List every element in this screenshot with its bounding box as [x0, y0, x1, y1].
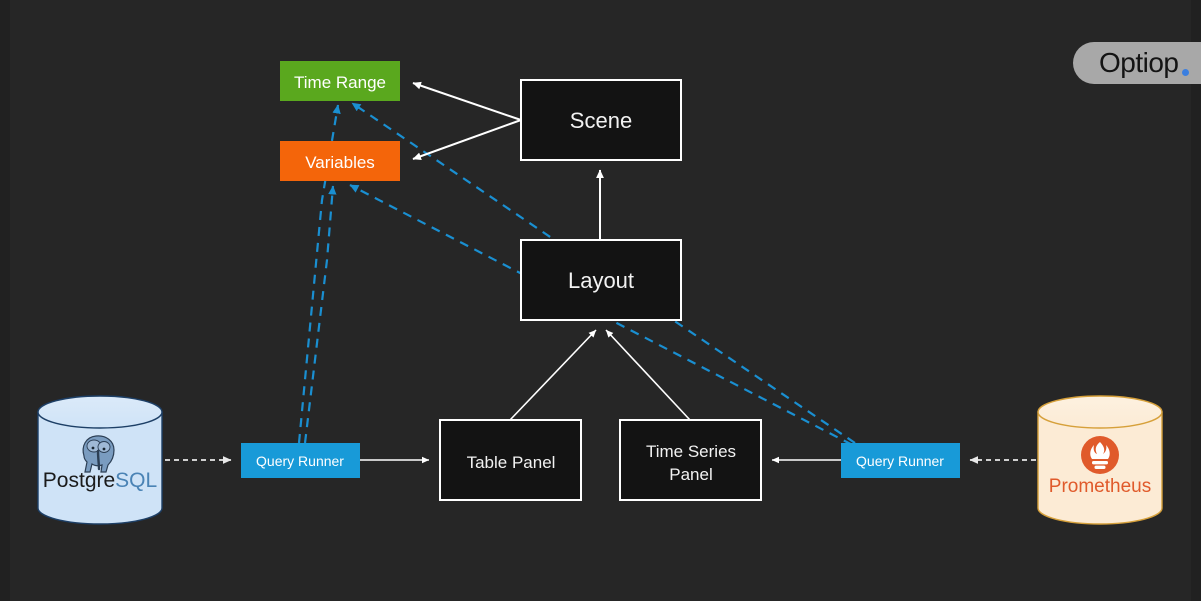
solid-edge-group — [360, 81, 841, 464]
node-prometheus[interactable]: Prometheus — [1037, 395, 1163, 525]
node-time-series-panel[interactable]: Time Series Panel — [619, 419, 762, 501]
brand-logo[interactable]: Optiop — [1073, 42, 1201, 84]
variables-box[interactable] — [280, 141, 400, 181]
node-variables[interactable]: Variables — [280, 141, 400, 181]
table-panel-box[interactable] — [439, 419, 582, 501]
edge-scene-to-variables — [412, 119, 522, 160]
left-edge-band — [0, 0, 10, 601]
edge-query-runner-left-to-variables — [303, 185, 337, 444]
prometheus-flame-icon — [1081, 436, 1119, 474]
edge-table-panel-to-layout — [509, 329, 597, 421]
postgresql-elephant-icon — [82, 435, 115, 473]
time-range-box[interactable] — [280, 61, 400, 101]
node-query-runner-right[interactable]: Query Runner — [841, 443, 960, 478]
brand-name: Optiop — [1099, 47, 1179, 78]
edge-query-runner-right-to-time-range — [351, 102, 856, 444]
node-layout[interactable]: Layout — [520, 239, 682, 321]
node-scene[interactable]: Scene — [520, 79, 682, 161]
edge-time-series-panel-to-layout — [605, 329, 691, 421]
brand-dot-icon — [1181, 69, 1189, 76]
time-series-panel-box[interactable] — [619, 419, 762, 501]
node-postgresql[interactable]: PostgreSQL — [37, 395, 163, 525]
edge-scene-to-time-range — [412, 81, 522, 121]
query-runner-left-box[interactable] — [241, 443, 360, 478]
node-query-runner-left[interactable]: Query Runner — [241, 443, 360, 478]
query-runner-right-box[interactable] — [841, 443, 960, 478]
prometheus-cylinder-top — [1037, 395, 1163, 429]
layout-box[interactable] — [520, 239, 682, 321]
right-edge-band — [1191, 0, 1201, 601]
edge-query-runner-left-to-time-range — [297, 104, 341, 444]
postgresql-cylinder-top — [37, 395, 163, 429]
node-time-range[interactable]: Time Range — [280, 61, 400, 101]
node-table-panel[interactable]: Table Panel — [439, 419, 582, 501]
scene-box[interactable] — [520, 79, 682, 161]
